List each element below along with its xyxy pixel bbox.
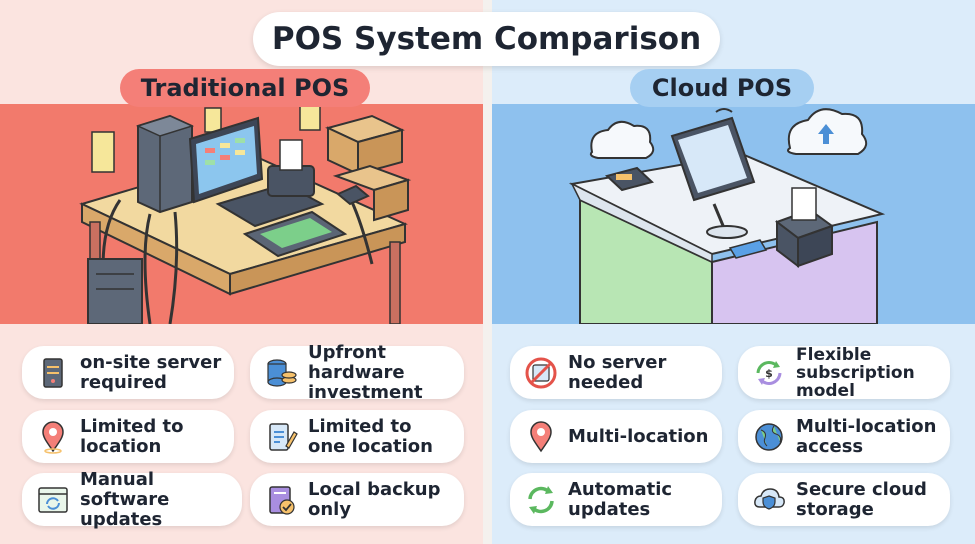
feature-label: Multi-location access — [796, 415, 937, 457]
feature-label: Local backup only — [308, 478, 441, 520]
page-title: POS System Comparison — [253, 12, 720, 66]
local-backup-icon — [264, 483, 298, 517]
feature-card-multi-location: Multi-location — [510, 410, 722, 463]
cloud-shield-icon — [752, 483, 786, 517]
feature-card-onsite-server: on-site server required — [22, 346, 234, 399]
cloud-heading: Cloud POS — [630, 69, 814, 107]
feature-card-limited-location: Limited to location — [22, 410, 234, 463]
feature-label: on-site server required — [80, 351, 222, 393]
refresh-arrows-icon — [524, 483, 558, 517]
feature-label: Limited to location — [80, 415, 184, 457]
feature-label: Upfront hardware investment — [308, 341, 423, 403]
location-pin-icon — [36, 420, 70, 454]
cloud-pos-illustration — [492, 104, 975, 324]
feature-label: Automatic updates — [568, 478, 673, 520]
feature-label: Limited to one location — [308, 415, 433, 457]
traditional-heading: Traditional POS — [120, 69, 370, 107]
feature-card-one-location: Limited to one location — [250, 410, 464, 463]
svg-text:$: $ — [765, 367, 773, 380]
feature-card-no-server: No server needed — [510, 346, 722, 399]
feature-label: Multi-location — [568, 425, 709, 447]
feature-card-secure-storage: Secure cloud storage — [738, 473, 950, 526]
globe-icon — [752, 420, 786, 454]
feature-card-manual-updates: Manual software updates — [22, 469, 242, 529]
server-icon — [36, 356, 70, 390]
feature-label: Secure cloud storage — [796, 478, 927, 520]
database-coins-icon — [264, 356, 298, 390]
traditional-pos-illustration — [0, 104, 483, 324]
feature-label: Flexible subscription model — [796, 344, 915, 401]
feature-card-subscription: $ Flexible subscription model — [738, 344, 950, 401]
no-server-icon — [524, 356, 558, 390]
feature-label: Manual software updates — [80, 468, 170, 530]
clipboard-pen-icon — [264, 420, 298, 454]
feature-card-multi-location-access: Multi-location access — [738, 410, 950, 463]
cloud-pos-scene — [568, 104, 886, 324]
feature-card-upfront-hardware: Upfront hardware investment — [250, 342, 464, 402]
software-update-icon — [36, 483, 70, 517]
traditional-pos-scene — [79, 105, 412, 324]
feature-card-automatic-updates: Automatic updates — [510, 473, 722, 526]
subscription-cycle-icon: $ — [752, 356, 786, 390]
feature-label: No server needed — [568, 351, 667, 393]
location-pin-icon — [524, 420, 558, 454]
feature-card-local-backup: Local backup only — [250, 473, 464, 526]
